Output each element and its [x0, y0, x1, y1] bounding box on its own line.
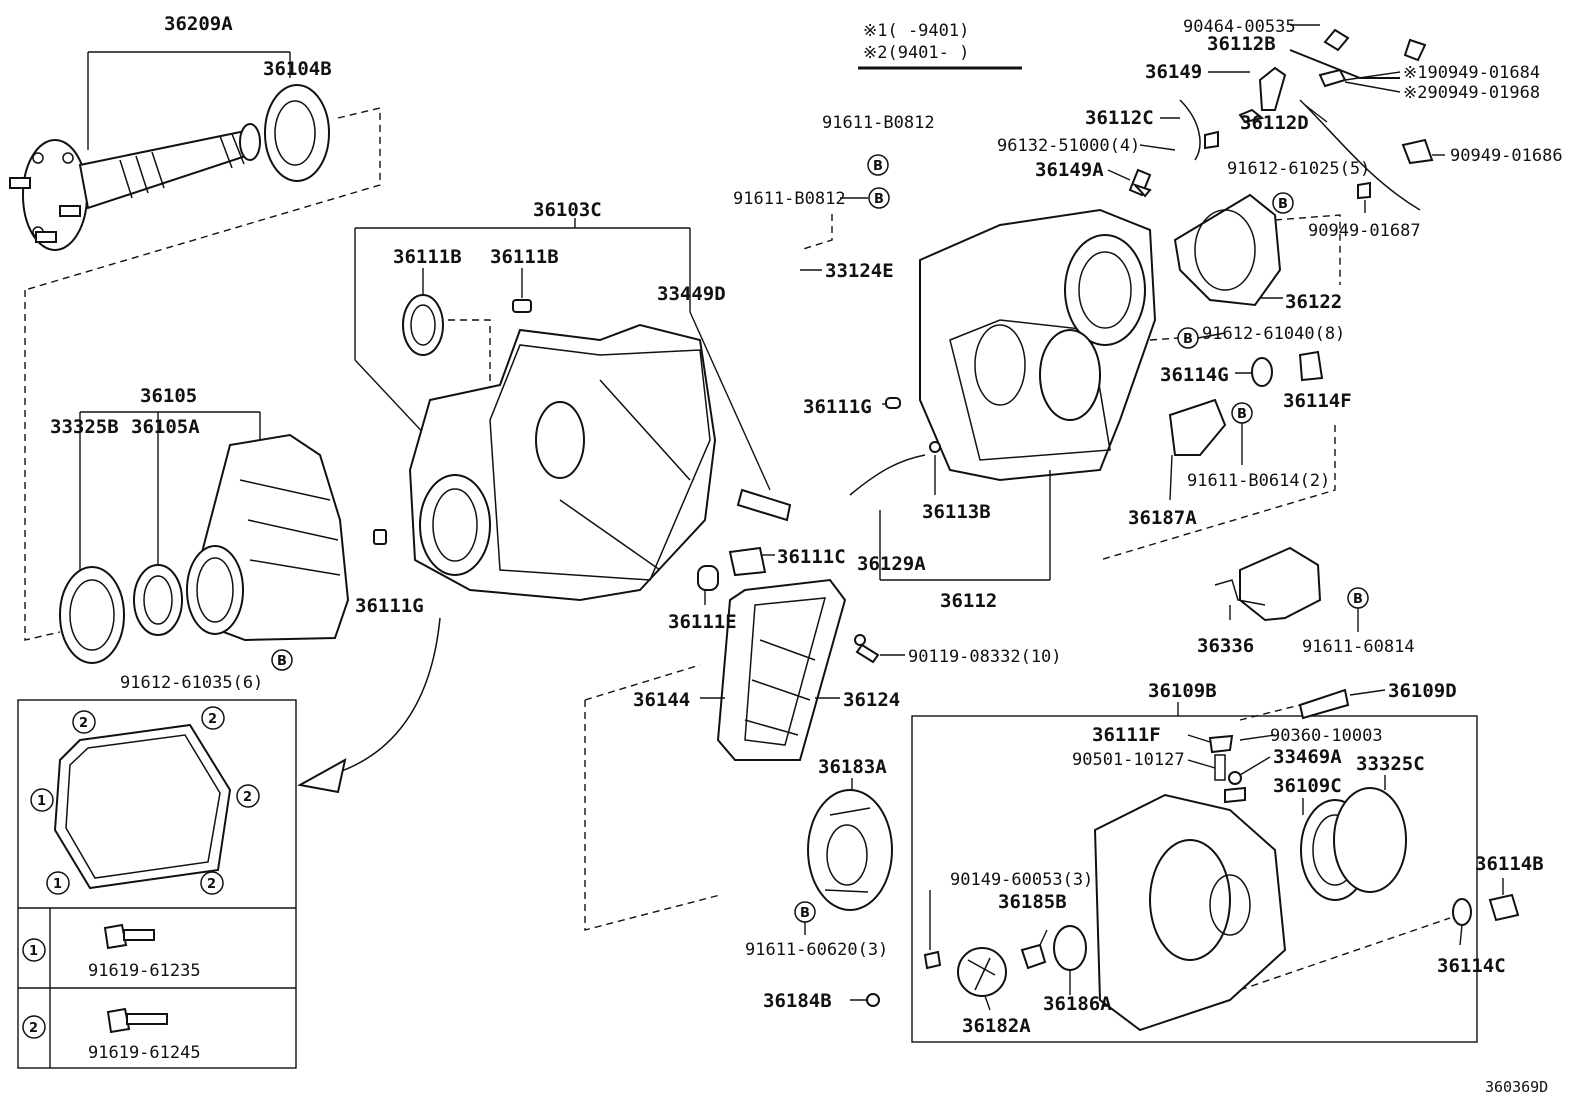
label-36186A: 36186A — [1043, 993, 1112, 1015]
adapter-case-assembly — [849, 193, 1341, 622]
label-90360-10003: 90360-10003 — [1270, 726, 1383, 746]
bolt-marker: B — [1353, 592, 1363, 607]
cover-assembly — [584, 546, 893, 1007]
label-36184B: 36184B — [763, 990, 832, 1012]
label-36111B: 36111B — [490, 246, 559, 268]
bolt-marker: B — [873, 159, 883, 174]
label-91612-61040: 91612-61040(8) — [1202, 324, 1345, 344]
gasket-bolt-legend: 2 2 1 2 1 2 1 2 91619-61235 91619-61245 — [17, 699, 297, 1069]
notes-block: ※1( -9401) ※2(9401- ) — [858, 21, 1022, 70]
legend-marker-1: 1 — [37, 794, 46, 809]
label-91611-60620: 91611-60620(3) — [745, 940, 888, 960]
label-91611-B0812: 91611-B0812 — [822, 113, 935, 133]
label-36336: 36336 — [1197, 635, 1254, 657]
note-2: ※2(9401- ) — [863, 43, 969, 63]
label-36114G: 36114G — [1160, 364, 1229, 386]
part-labels: 36209A 36104B 36103C 36111B 36111B 33449… — [50, 13, 1563, 1096]
label-36124: 36124 — [843, 689, 900, 711]
bolt-marker: B — [874, 192, 884, 207]
label-90501-10127: 90501-10127 — [1072, 750, 1185, 770]
label-33124E: 33124E — [825, 260, 894, 282]
label-36187A: 36187A — [1128, 507, 1197, 529]
label-36112D: 36112D — [1240, 112, 1309, 134]
bolt-marker: B — [1183, 332, 1193, 347]
bolt-markers: B B B B B B B B — [271, 154, 1369, 923]
label-36105A: 36105A — [131, 416, 200, 438]
rear-cover-assembly — [911, 688, 1520, 1043]
label-36109B: 36109B — [1148, 680, 1217, 702]
label-36149: 36149 — [1145, 61, 1202, 83]
label-36114F: 36114F — [1283, 390, 1352, 412]
diagram-code: 360369D — [1485, 1078, 1548, 1096]
label-36185B: 36185B — [998, 891, 1067, 913]
label-33469A: 33469A — [1273, 746, 1342, 768]
note-1: ※1( -9401) — [863, 21, 969, 41]
label-36183A: 36183A — [818, 756, 887, 778]
legend-marker-2: 2 — [208, 712, 217, 727]
extension-housing-assembly — [24, 290, 387, 664]
label-36114B: 36114B — [1475, 853, 1544, 875]
label-36111G: 36111G — [355, 595, 424, 617]
legend-marker-1: 1 — [53, 877, 62, 892]
label-36111G: 36111G — [803, 396, 872, 418]
label-33449D: 33449D — [657, 283, 726, 305]
label-33325B: 33325B — [50, 416, 119, 438]
label-91612-61025: 91612-61025(5) — [1227, 159, 1370, 179]
label-90464-00535: 90464-00535 — [1183, 17, 1296, 37]
label-33325C: 33325C — [1356, 753, 1425, 775]
label-36111B: 36111B — [393, 246, 462, 268]
label-36112B: 36112B — [1207, 33, 1276, 55]
label-36129A: 36129A — [857, 553, 926, 575]
label-36111E: 36111E — [668, 611, 737, 633]
label-36104B: 36104B — [263, 58, 332, 80]
label-36112: 36112 — [940, 590, 997, 612]
label-90949-01687: 90949-01687 — [1308, 221, 1421, 241]
label-90949-01686: 90949-01686 — [1450, 146, 1563, 166]
legend-marker-1: 1 — [29, 944, 38, 959]
label-91612-61035: 91612-61035(6) — [120, 673, 263, 693]
label-36109D: 36109D — [1388, 680, 1457, 702]
label-96132-51000: 96132-51000(4) — [997, 136, 1140, 156]
label-36113B: 36113B — [922, 501, 991, 523]
label-90119-08332: 90119-08332(10) — [908, 647, 1062, 667]
legend-marker-2: 2 — [207, 877, 216, 892]
legend-marker-2: 2 — [29, 1021, 38, 1036]
label-36109C: 36109C — [1273, 775, 1342, 797]
label-90149-60053: 90149-60053(3) — [950, 870, 1093, 890]
bolt-marker: B — [1237, 407, 1247, 422]
transfer-case-assembly — [297, 218, 792, 794]
label-91611-B0614: 91611-B0614(2) — [1187, 471, 1330, 491]
legend-bolt-2-part: 91619-61245 — [88, 1043, 201, 1063]
breather-hose-assembly — [1128, 28, 1434, 211]
legend-marker-2: 2 — [243, 790, 252, 805]
legend-bolt-1-part: 91619-61235 — [88, 961, 201, 981]
label-36149A: 36149A — [1035, 159, 1104, 181]
label-36182A: 36182A — [962, 1015, 1031, 1037]
label-91611-60814: 91611-60814 — [1302, 637, 1415, 657]
bolt-marker: B — [800, 906, 810, 921]
label-36112C: 36112C — [1085, 107, 1154, 129]
label-90949-01968: ※290949-01968 — [1403, 83, 1540, 103]
leader-lines — [700, 24, 1504, 1011]
label-36103C: 36103C — [533, 199, 602, 221]
label-36144: 36144 — [633, 689, 690, 711]
bolt-marker: B — [277, 654, 287, 669]
label-91611-B0812: 91611-B0812 — [733, 189, 846, 209]
label-36105: 36105 — [140, 385, 197, 407]
legend-marker-2: 2 — [79, 716, 88, 731]
bolt-marker: B — [1278, 197, 1288, 212]
output-shaft-assembly — [9, 51, 381, 291]
label-36111F: 36111F — [1092, 724, 1161, 746]
label-36111C: 36111C — [777, 546, 846, 568]
label-36122: 36122 — [1285, 291, 1342, 313]
label-36114C: 36114C — [1437, 955, 1506, 977]
label-90949-01684: ※190949-01684 — [1403, 63, 1540, 83]
label-36209A: 36209A — [164, 13, 233, 35]
